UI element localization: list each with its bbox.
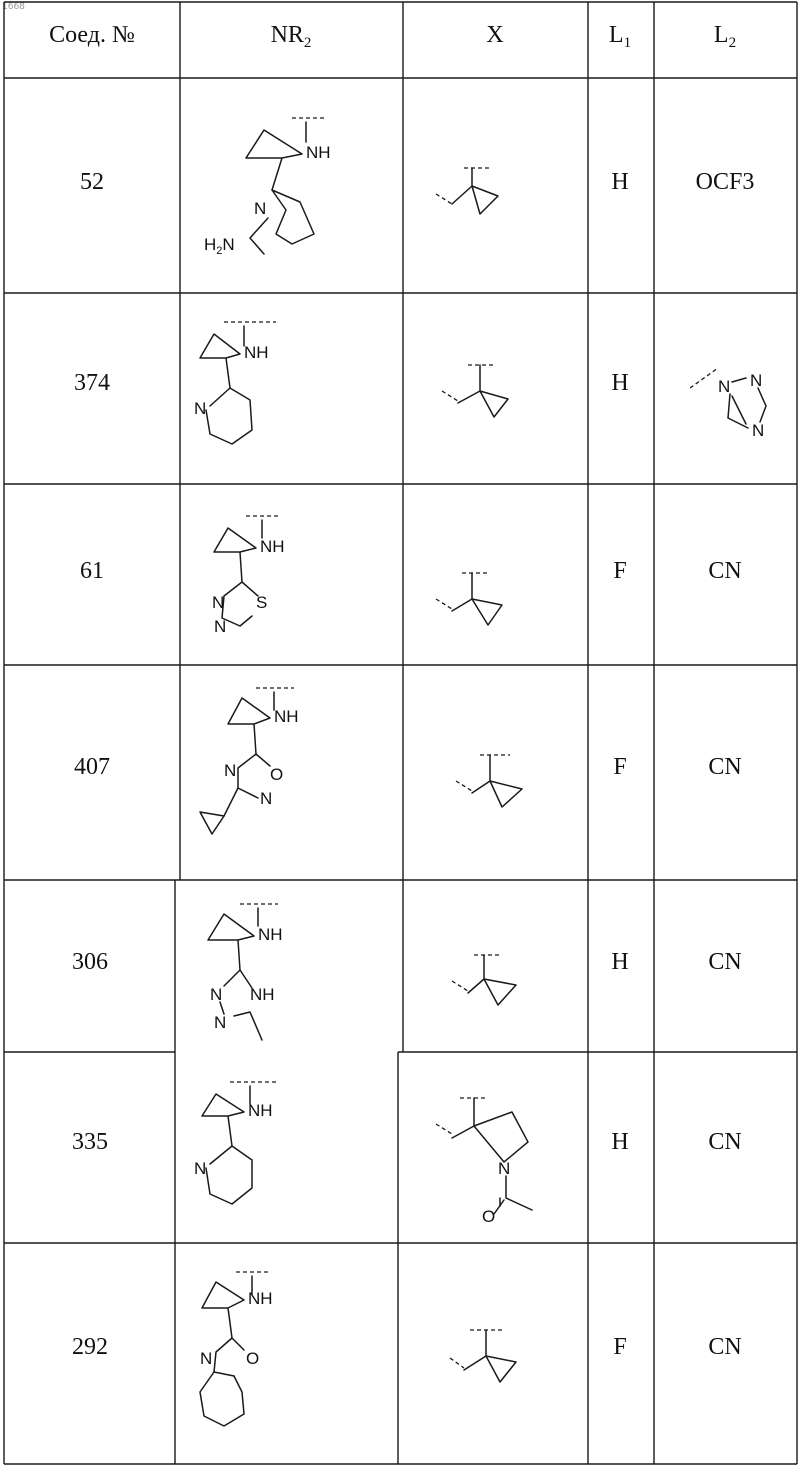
header-x: X <box>486 22 503 48</box>
compound-number: 335 <box>72 1129 108 1155</box>
l2-value: CN <box>708 1129 741 1155</box>
compound-number: 52 <box>80 169 104 195</box>
compound-number: 292 <box>72 1334 108 1360</box>
atom-n: N <box>718 377 730 396</box>
atom-nh: NH <box>248 1289 273 1308</box>
nr2-pyridyl-structure: NH N <box>194 1082 276 1204</box>
table-row-335: 335 H CN <box>72 1129 742 1155</box>
compound-number: 61 <box>80 558 104 584</box>
atom-n: N <box>498 1159 510 1178</box>
l1-value: H <box>611 1129 628 1155</box>
x-cyclopropyl-structure <box>452 955 516 1005</box>
atom-n: N <box>750 371 762 390</box>
atom-nh: NH <box>274 707 299 726</box>
table-row-52: 52 H OCF3 <box>80 169 754 195</box>
atom-n: N <box>194 1159 206 1178</box>
atom-n: N <box>212 593 224 612</box>
atom-nh: NH <box>248 1101 273 1120</box>
atom-n: N <box>752 421 764 440</box>
l1-value: F <box>613 754 626 780</box>
atom-n: N <box>224 761 236 780</box>
l2-value: CN <box>708 949 741 975</box>
l2-value: CN <box>708 1334 741 1360</box>
l1-value: H <box>611 370 628 396</box>
header-l1: L1 <box>609 22 631 51</box>
atom-o: O <box>246 1349 259 1368</box>
atom-n: N <box>214 617 226 636</box>
atom-nh: NH <box>244 343 269 362</box>
nr2-pyridyl-structure: NH N <box>194 322 276 444</box>
nr2-oxadiazolyl-structure: NH N O N <box>200 688 299 834</box>
table-grid <box>4 2 797 1464</box>
nr2-triazolyl-structure: NH N NH N <box>208 904 283 1040</box>
table-row-61: 61 F CN <box>80 558 742 584</box>
atom-n: N <box>214 1013 226 1032</box>
l1-value: F <box>613 558 626 584</box>
l2-value: OCF3 <box>696 169 755 195</box>
table-row-374: 374 H <box>74 370 629 396</box>
page-label: 1668 <box>2 2 25 12</box>
table-row-306: 306 H CN <box>72 949 742 975</box>
atom-nh: NH <box>250 985 275 1004</box>
l1-value: H <box>611 169 628 195</box>
atom-o: O <box>270 765 283 784</box>
l2-triazolyl-structure: N N N <box>690 368 766 440</box>
x-cyclopropyl-structure <box>442 365 508 417</box>
nr2-aminopyridyl-structure: NH N H2N <box>204 118 331 257</box>
nr2-benzoxazolyl-structure: NH N O <box>200 1272 273 1426</box>
compound-number: 306 <box>72 949 108 975</box>
atom-nh: NH <box>258 925 283 944</box>
table-row-292: 292 F CN <box>72 1334 742 1360</box>
l2-value: CN <box>708 754 741 780</box>
l1-value: H <box>611 949 628 975</box>
atom-s: S <box>256 593 267 612</box>
l2-value: CN <box>708 558 741 584</box>
atom-o: O <box>482 1207 495 1226</box>
table-header: Соед. № NR2 X L1 L2 <box>49 22 736 51</box>
atom-nh: NH <box>260 537 285 556</box>
atom-nh2: H2N <box>204 235 235 257</box>
x-cyclopropyl-structure <box>436 168 498 214</box>
compound-number: 374 <box>74 370 110 396</box>
x-cyclopropyl-structure <box>450 1330 516 1382</box>
x-pyrrolidine-acetyl-structure: N O <box>436 1098 532 1226</box>
header-l2: L2 <box>714 22 736 51</box>
atom-n: N <box>210 985 222 1004</box>
atom-n: N <box>260 789 272 808</box>
table-row-407: 407 F CN <box>74 754 742 780</box>
atom-n: N <box>194 399 206 418</box>
x-cyclopropyl-structure <box>436 573 502 625</box>
x-cyclopropyl-structure <box>456 755 522 807</box>
compound-number: 407 <box>74 754 110 780</box>
l1-value: F <box>613 1334 626 1360</box>
atom-n: N <box>254 199 266 218</box>
nr2-thiadiazolyl-structure: NH S N N <box>212 516 285 636</box>
atom-n: N <box>200 1349 212 1368</box>
header-nr2: NR2 <box>271 22 312 51</box>
atom-nh: NH <box>306 143 331 162</box>
header-compound: Соед. № <box>49 22 135 48</box>
